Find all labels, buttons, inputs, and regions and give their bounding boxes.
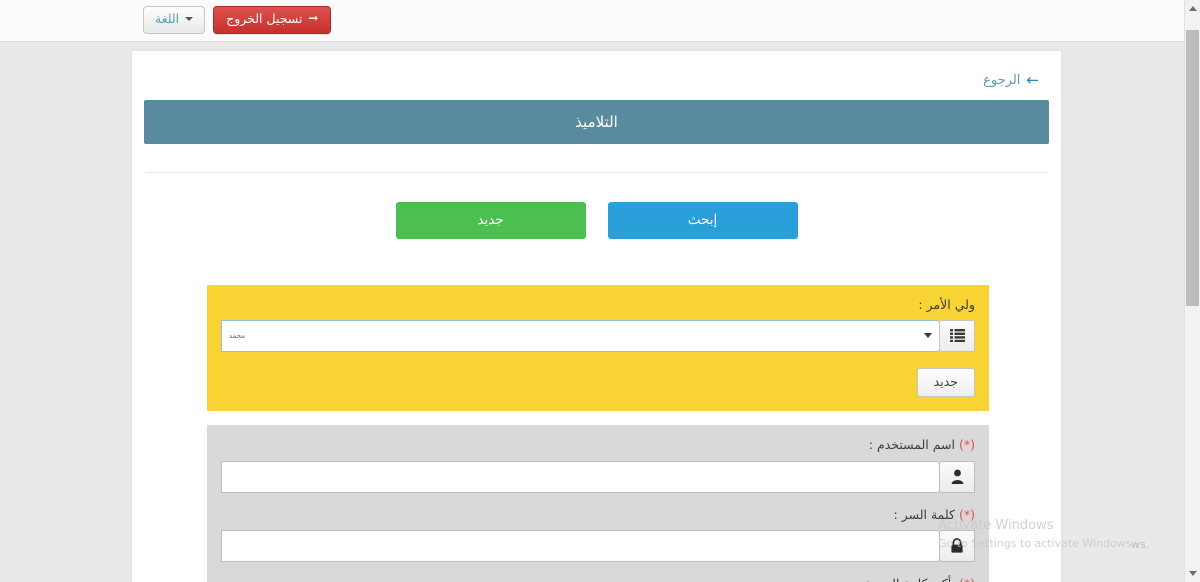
- confirm-password-label: (*) تأكيد كلمة السر :: [221, 576, 975, 582]
- new-button[interactable]: جديد: [395, 202, 586, 239]
- lock-icon: [951, 538, 963, 553]
- scrollbar-thumb[interactable]: [1186, 30, 1199, 306]
- logout-button-label: تسجيل الخروج: [226, 11, 303, 26]
- navbar-button-group: ➞ تسجيل الخروج اللغة: [143, 6, 332, 34]
- back-link[interactable]: ← الرجوع: [983, 71, 1049, 89]
- chevron-up-icon: [1189, 6, 1197, 11]
- username-field-group: (*) اسم المستخدم :: [221, 437, 975, 493]
- arrow-left-icon: ←: [1026, 71, 1039, 89]
- header-divider: [146, 172, 1047, 173]
- top-navbar: ➞ تسجيل الخروج اللغة: [0, 0, 1188, 42]
- page-content: ← الرجوع التلاميذ إبحث جديد ولي الأمر :: [132, 51, 1061, 582]
- page-container: ← الرجوع التلاميذ إبحث جديد ولي الأمر :: [131, 50, 1062, 582]
- page-title: التلاميذ: [575, 113, 618, 131]
- password-label-text: كلمة السر :: [893, 506, 955, 522]
- arrow-left-icon: ➞: [308, 11, 319, 26]
- confirm-password-label-text: تأكيد كلمة السر :: [866, 576, 955, 582]
- required-marker: (*): [959, 576, 975, 582]
- back-link-label: الرجوع: [983, 73, 1021, 88]
- scrollbar-up-button[interactable]: [1185, 0, 1200, 17]
- password-label: (*) كلمة السر :: [221, 507, 975, 523]
- scrollbar-down-button[interactable]: [1185, 565, 1200, 582]
- vertical-scrollbar[interactable]: [1184, 0, 1200, 582]
- guardian-input-row: محمد: [221, 319, 975, 352]
- user-icon: [951, 469, 963, 484]
- caret-down-icon: [185, 17, 194, 22]
- username-input[interactable]: [221, 460, 939, 493]
- search-button[interactable]: إبحث: [607, 202, 798, 239]
- password-icon-addon: [939, 529, 975, 562]
- caret-down-icon: [924, 333, 932, 339]
- watermark-corner-text: ws.: [1131, 538, 1150, 551]
- password-input-row: [221, 529, 975, 562]
- chevron-down-icon: [1189, 571, 1197, 576]
- language-button-label: اللغة: [155, 11, 180, 26]
- required-marker: (*): [958, 437, 975, 453]
- required-marker: (*): [958, 506, 975, 522]
- guardian-new-button[interactable]: جديد: [916, 367, 975, 398]
- list-icon: [949, 329, 965, 343]
- guardian-list-button[interactable]: [939, 319, 975, 352]
- guardian-panel: ولي الأمر : محمد: [207, 284, 989, 412]
- password-input[interactable]: [221, 529, 939, 562]
- page-title-banner: التلاميذ: [144, 100, 1049, 144]
- language-dropdown-button[interactable]: اللغة: [143, 6, 206, 34]
- password-field-group: (*) كلمة السر :: [221, 507, 975, 562]
- action-button-row: إبحث جديد: [144, 202, 1049, 239]
- confirm-password-field-group: (*) تأكيد كلمة السر :: [221, 576, 975, 582]
- username-input-row: [221, 460, 975, 493]
- guardian-select[interactable]: محمد: [221, 319, 939, 352]
- guardian-select-value: محمد: [229, 331, 245, 340]
- credentials-panel: (*) اسم المستخدم : (*) كلمة ال: [207, 425, 989, 582]
- logout-button[interactable]: ➞ تسجيل الخروج: [213, 6, 332, 34]
- username-label-text: اسم المستخدم :: [868, 437, 955, 453]
- username-label: (*) اسم المستخدم :: [221, 437, 975, 453]
- guardian-field-label: ولي الأمر :: [918, 296, 975, 312]
- guardian-panel-footer: جديد: [221, 367, 975, 398]
- username-icon-addon: [939, 460, 975, 493]
